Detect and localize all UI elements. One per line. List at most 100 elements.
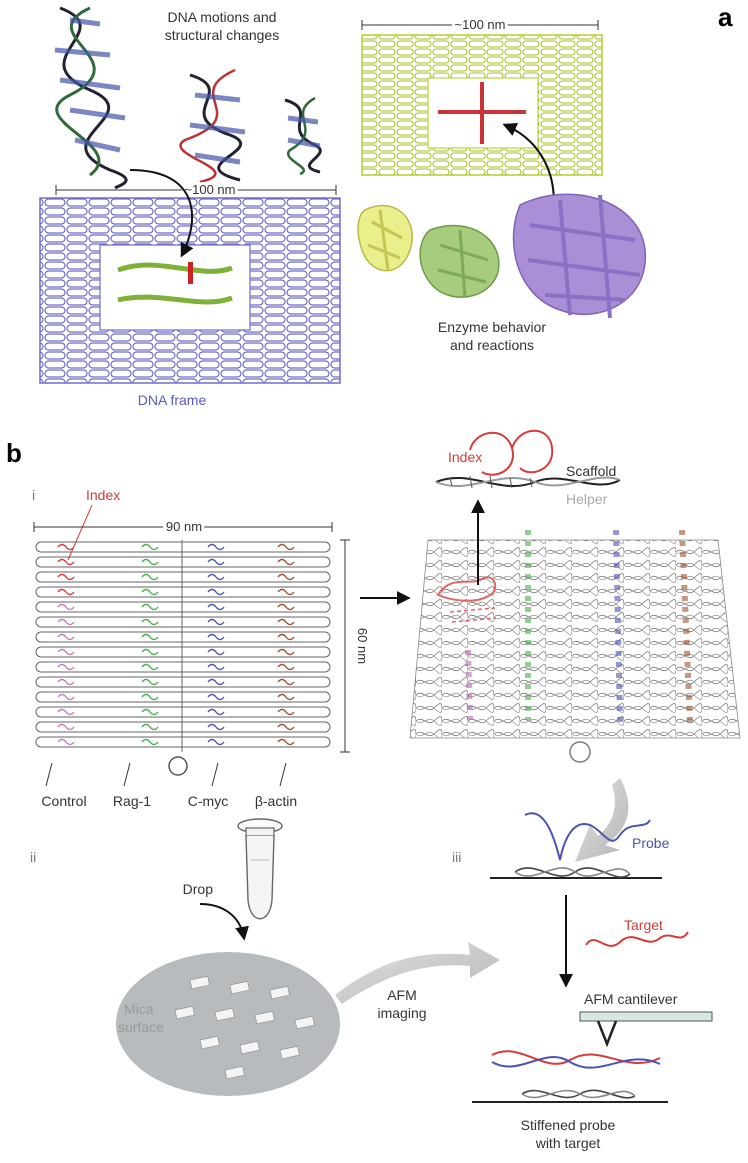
origami-3d-tile	[409, 529, 741, 763]
tile-row	[35, 691, 331, 703]
mica-tiles	[174, 975, 315, 1080]
probe-mark	[207, 678, 225, 686]
motion-to-frame-arrow	[129, 169, 194, 258]
cantilever-label: AFM cantilever	[584, 991, 678, 1007]
sub-panel-ii: ii	[30, 849, 36, 865]
probe-mark	[277, 558, 295, 566]
index-label: Index	[86, 487, 120, 503]
index-pointer	[67, 504, 93, 561]
probe-mark	[277, 573, 295, 581]
probe-mark	[141, 618, 159, 626]
origami-tile	[35, 540, 331, 752]
probe-mark	[141, 738, 159, 746]
probe-mark	[141, 633, 159, 641]
probe-mark	[57, 603, 75, 611]
probe-mark	[57, 648, 75, 656]
probe-mark	[57, 693, 75, 701]
drop-label: Drop	[183, 881, 214, 897]
probe-mark	[141, 648, 159, 656]
probe-mark	[57, 558, 75, 566]
dna-helix-extended	[54, 6, 128, 190]
mica-tile	[189, 975, 210, 990]
tile-row	[35, 646, 331, 658]
panel-b-letter: b	[6, 438, 22, 468]
top-frame-dimension-label: ~100 nm	[455, 17, 506, 32]
target-strand	[585, 931, 689, 947]
probe-mark	[57, 738, 75, 746]
probe-mark	[277, 648, 295, 656]
tile-row	[35, 631, 331, 643]
probe-duplex	[514, 812, 651, 878]
probe-mark	[207, 663, 225, 671]
target-label: Target	[624, 917, 663, 933]
gray-flow-arrow-right	[335, 942, 500, 1004]
blue-dna-frame	[39, 197, 341, 384]
motions-label-line2: structural changes	[165, 27, 279, 43]
probe-mark	[57, 618, 75, 626]
probe-mark	[207, 693, 225, 701]
mica-tile	[294, 1015, 315, 1030]
result-label-line2: with target	[535, 1135, 601, 1151]
probe-mark	[207, 633, 225, 641]
green-enzyme	[419, 224, 500, 299]
probe-mark	[207, 573, 225, 581]
probe-mark	[207, 588, 225, 596]
probe-mark	[141, 663, 159, 671]
eppendorf-tube	[237, 818, 283, 920]
probe-mark	[277, 693, 295, 701]
column-label-control: Control	[41, 793, 86, 809]
mica-label-line2: surface	[118, 1019, 164, 1035]
sub-panel-i: i	[32, 487, 35, 503]
probe-mark	[277, 708, 295, 716]
probe-mark	[141, 603, 159, 611]
probe-mark	[277, 633, 295, 641]
tile-row	[35, 676, 331, 688]
scaffold-loop	[168, 756, 188, 776]
mica-tile	[269, 985, 290, 1000]
probe-mark	[141, 678, 159, 686]
probe-mark	[207, 648, 225, 656]
mica-tile	[224, 1065, 245, 1080]
probe-mark	[207, 558, 225, 566]
probe-mark	[141, 693, 159, 701]
probe-mark	[277, 723, 295, 731]
column-label-rag1: Rag-1	[113, 793, 151, 809]
probe-mark	[207, 723, 225, 731]
tile-row	[35, 706, 331, 718]
probe-mark	[207, 618, 225, 626]
probe-mark	[277, 543, 295, 551]
probe-mark	[277, 603, 295, 611]
height-label: 60 nm	[355, 628, 370, 664]
frame-dimension-label: ~100 nm	[185, 182, 236, 197]
enzyme-label-line2: and reactions	[450, 337, 534, 353]
afm-tip	[596, 1020, 618, 1048]
probe-mark	[207, 603, 225, 611]
probe-mark	[141, 588, 159, 596]
probe-mark	[57, 633, 75, 641]
column-label-cmyc: C-myc	[188, 793, 228, 809]
probe-mark	[141, 543, 159, 551]
stiffened-probe	[491, 1050, 661, 1099]
probe-mark	[57, 708, 75, 716]
probe-mark	[57, 678, 75, 686]
probe-mark	[277, 663, 295, 671]
probe-mark	[141, 558, 159, 566]
probe-mark	[57, 573, 75, 581]
panel-a-letter: a	[718, 2, 733, 32]
tile-row	[35, 721, 331, 733]
tile-row	[35, 541, 331, 553]
dna-helix-medium	[179, 68, 246, 184]
index-zoom-label: Index	[448, 449, 482, 465]
probe-mark	[141, 723, 159, 731]
afm-imaging-line1: AFM	[387, 987, 417, 1003]
probe-mark	[57, 663, 75, 671]
gray-flow-arrow-down	[575, 778, 629, 862]
scaffold-label: Scaffold	[566, 463, 616, 479]
mica-tile	[214, 1007, 235, 1022]
dna-helix-compact	[284, 96, 322, 176]
drop-arrow	[199, 903, 249, 941]
mica-tile	[239, 1040, 260, 1055]
probe-mark	[207, 708, 225, 716]
